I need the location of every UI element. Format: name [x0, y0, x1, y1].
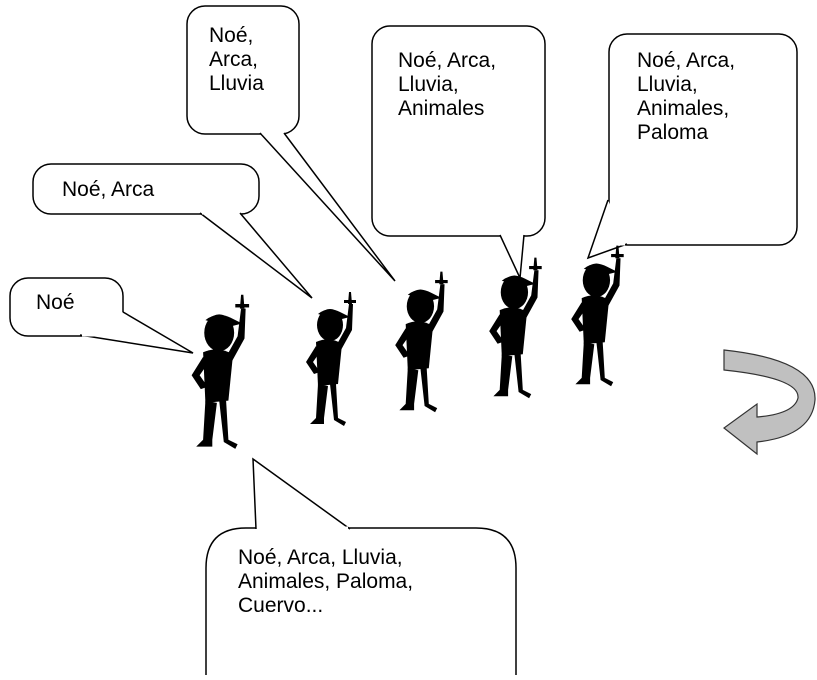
bubble-2	[32, 163, 260, 215]
pointing-person-icon	[571, 245, 624, 387]
bubble-1	[9, 277, 124, 337]
curved-return-arrow-icon	[723, 349, 816, 456]
bubble-6-tail	[252, 457, 351, 530]
bubble-5	[608, 33, 798, 246]
pointing-person-icon	[306, 292, 356, 426]
bubble-4-text: Noé, Arca, Lluvia, Animales	[398, 49, 497, 120]
bubble-4-tail	[499, 234, 525, 281]
pointing-person-icon	[395, 271, 448, 413]
bubble-3-tail	[259, 132, 396, 282]
bubble-6	[205, 527, 517, 675]
bubble-3-text: Noé, Arca, Lluvia	[209, 24, 264, 95]
bubble-2-tail	[199, 212, 313, 299]
bubble-3	[186, 5, 300, 135]
pointing-person-icon	[489, 257, 542, 399]
bubble-6-text: Noé, Arca, Lluvia, Animales, Paloma, Cue…	[238, 546, 414, 617]
bubble-4	[371, 25, 546, 237]
bubble-5-text: Noé, Arca, Lluvia, Animales, Paloma	[637, 49, 736, 144]
pointing-person-icon	[191, 294, 250, 449]
bubble-1-tail	[79, 311, 194, 354]
bubble-1-text: Noé	[36, 291, 75, 314]
bubble-2-text: Noé, Arca	[62, 178, 155, 201]
